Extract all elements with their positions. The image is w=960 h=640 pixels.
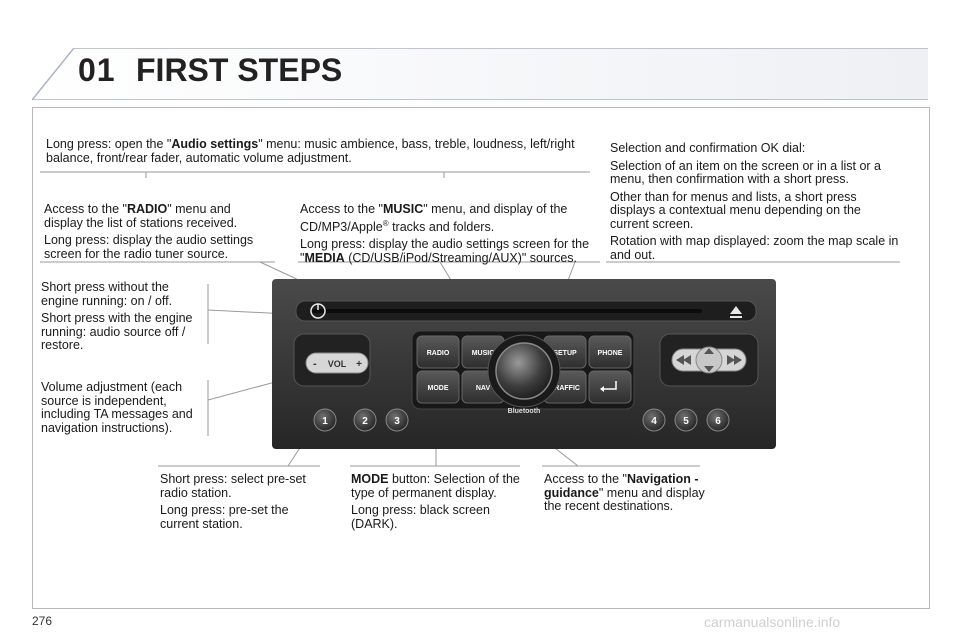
chapter-number: 01 (78, 52, 116, 88)
page-number: 276 (32, 614, 53, 628)
back-button[interactable] (588, 370, 632, 404)
nav-callout: Access to the "Navigation - guidance" me… (544, 472, 709, 518)
seek-back-icon (676, 355, 684, 365)
phone-button-label: PHONE (598, 350, 623, 357)
preset-button-3[interactable]: 3 (385, 408, 409, 432)
music-post2: tracks and folders. (388, 219, 495, 234)
music-long-bold: MEDIA (304, 250, 345, 265)
preset-button-6[interactable]: 6 (706, 408, 730, 432)
music-button-label: MUSIC (472, 350, 495, 357)
chapter-header-band (32, 48, 928, 100)
radio-pre: Access to the " (44, 202, 127, 216)
music-callout: Access to the "MUSIC" menu, and display … (300, 202, 605, 269)
radio-callout: Access to the "RADIO" menu and display t… (44, 202, 272, 265)
preset-label: 1 (322, 416, 328, 427)
music-long-post: (CD/USB/iPod/Streaming/AUX)" sources. (344, 250, 578, 265)
watermark: carmanualsonline.info (704, 614, 841, 630)
music-long-pre: Long press: display the audio settings s… (300, 237, 590, 265)
ok-dial-callout: Selection and confirmation OK dial: Sele… (610, 141, 900, 266)
vol-plus-label: + (356, 359, 362, 370)
music-bold: MUSIC (382, 202, 424, 216)
up-arrow-icon (704, 348, 714, 354)
bluetooth-label: Bluetooth (508, 408, 541, 415)
power-callout: Short press without the engine running: … (41, 280, 203, 357)
nav-bold: Navigation - guidance (544, 472, 699, 500)
mode-p2: Long press: black screen (DARK). (351, 503, 490, 531)
audio-settings-pre: Long press: open the " (46, 137, 172, 151)
radio-long-press: Long press: display the audio settings s… (44, 233, 254, 261)
radio-unit-illustration: - VOL + RADIO MUSIC MODE NAV SETUP PHONE… (272, 279, 776, 449)
power-button[interactable] (310, 303, 326, 319)
down-arrow-icon (704, 366, 714, 372)
audio-settings-post: " menu: music ambience, bass, treble, lo… (46, 137, 575, 165)
nav-pre: Access to the " (544, 472, 627, 486)
mode-button[interactable]: MODE (416, 370, 460, 404)
preset-label: 3 (394, 416, 400, 427)
seek-forward-icon (734, 355, 742, 365)
back-arrow-icon (604, 381, 617, 390)
radio-button[interactable]: RADIO (416, 335, 460, 369)
preset-label: 4 (651, 416, 657, 427)
chapter-title: FIRST STEPS (136, 52, 343, 88)
volume-p1: Volume adjustment (each source is indepe… (41, 380, 193, 435)
preset-button-5[interactable]: 5 (674, 408, 698, 432)
mode-callout: MODE button: Selection of the type of pe… (351, 472, 531, 535)
preset-button-4[interactable]: 4 (642, 408, 666, 432)
preset-buttons: 1 2 3 4 5 6 (313, 408, 730, 432)
mode-button-label: MODE (428, 385, 449, 392)
preset-label: 2 (362, 416, 368, 427)
volume-rocker[interactable]: - VOL + (293, 333, 371, 387)
music-sup: ® (382, 218, 389, 228)
audio-settings-callout: Long press: open the "Audio settings" me… (46, 137, 606, 169)
eject-button[interactable] (730, 306, 742, 318)
music-pre: Access to the " (300, 202, 383, 216)
preset-label: 5 (683, 416, 689, 427)
music-post: " menu, and display of the CD/MP3/Apple (300, 202, 568, 234)
radio-bold: RADIO (126, 202, 168, 216)
phone-button[interactable]: PHONE (588, 335, 632, 369)
preset-button-1[interactable]: 1 (313, 408, 337, 432)
traffic-button-label: TRAFFIC (550, 385, 580, 392)
mode-post: button: Selection of the type of permane… (351, 472, 520, 500)
volume-callout: Volume adjustment (each source is indepe… (41, 380, 203, 439)
audio-settings-bold: Audio settings (171, 137, 259, 151)
setup-button-label: SETUP (553, 350, 577, 357)
power-p1: Short press without the engine running: … (41, 280, 173, 308)
nav-button-label: NAV (476, 385, 491, 392)
presets-p2: Long press: pre-set the current station. (160, 503, 289, 531)
preset-label: 6 (715, 416, 721, 427)
ok-dial-p3: Other than for menus and lists, a short … (610, 189, 861, 231)
nav-post: " menu and display the recent destinatio… (544, 485, 705, 513)
vol-minus-label: - (313, 358, 317, 370)
radio-post: " menu and display the list of stations … (44, 202, 238, 230)
seek-pad[interactable] (671, 346, 747, 374)
content-frame (32, 107, 930, 609)
preset-button-2[interactable]: 2 (353, 408, 377, 432)
ok-dial-p1: Selection and confirmation OK dial: (610, 141, 806, 155)
radio-button-label: RADIO (427, 350, 450, 357)
ok-dial[interactable] (487, 334, 561, 408)
ok-dial-p4: Rotation with map displayed: zoom the ma… (610, 234, 899, 262)
eject-icon (730, 306, 742, 314)
ok-dial-p2: Selection of an item on the screen or in… (610, 158, 881, 186)
mode-bold: MODE (351, 472, 389, 486)
presets-p1: Short press: select pre-set radio statio… (160, 472, 306, 500)
power-p2: Short press with the engine running: aud… (41, 311, 193, 352)
vol-label: VOL (328, 359, 347, 369)
presets-callout: Short press: select pre-set radio statio… (160, 472, 330, 535)
